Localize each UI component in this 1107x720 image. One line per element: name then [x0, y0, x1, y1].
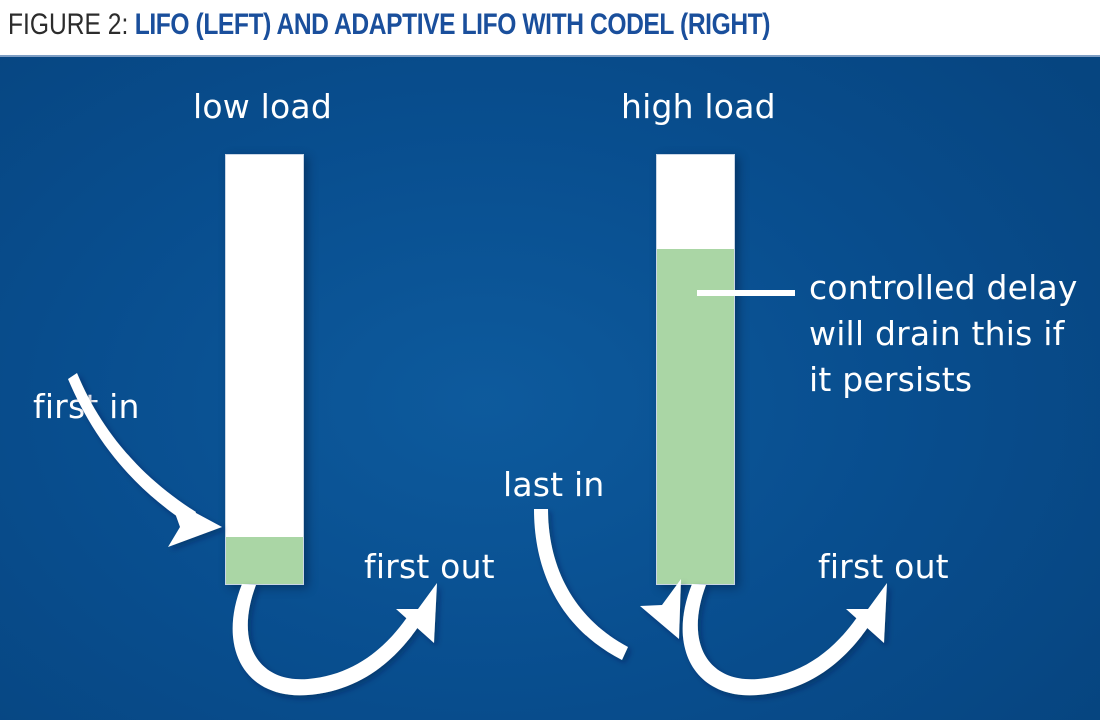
last-in-arrowhead: [640, 579, 681, 639]
first-out-arrowhead-left: [396, 583, 437, 643]
figure-caption: FIGURE 2: LIFO (LEFT) AND ADAPTIVE LIFO …: [8, 6, 902, 46]
controlled-delay-callout: controlled delay will drain this if it p…: [809, 268, 1078, 399]
first-in-arrowhead: [168, 499, 222, 547]
queue-fill-low-load: [226, 536, 303, 584]
diagram-panel: low load high load first in first out la…: [0, 55, 1100, 720]
queue-bar-high-load: [656, 154, 735, 585]
queue-bar-low-load: [225, 154, 304, 585]
callout-leader-line: [697, 290, 795, 296]
first-out-arrowhead-right: [846, 583, 887, 643]
first-in-label: first in: [33, 387, 140, 426]
figure-caption-title: LIFO (LEFT) AND ADAPTIVE LIFO WITH CODEL…: [134, 8, 771, 41]
first-out-label-left: first out: [364, 547, 495, 586]
first-out-label-right: first out: [818, 547, 949, 586]
first-out-arrow-left: [232, 584, 424, 696]
first-out-arrow-right: [682, 584, 874, 696]
low-load-title: low load: [193, 87, 332, 126]
last-in-label: last in: [503, 465, 605, 504]
high-load-title: high load: [621, 87, 776, 126]
figure-caption-prefix: FIGURE 2:: [8, 8, 129, 41]
queue-fill-high-load: [657, 249, 734, 584]
last-in-arrow: [534, 509, 628, 660]
